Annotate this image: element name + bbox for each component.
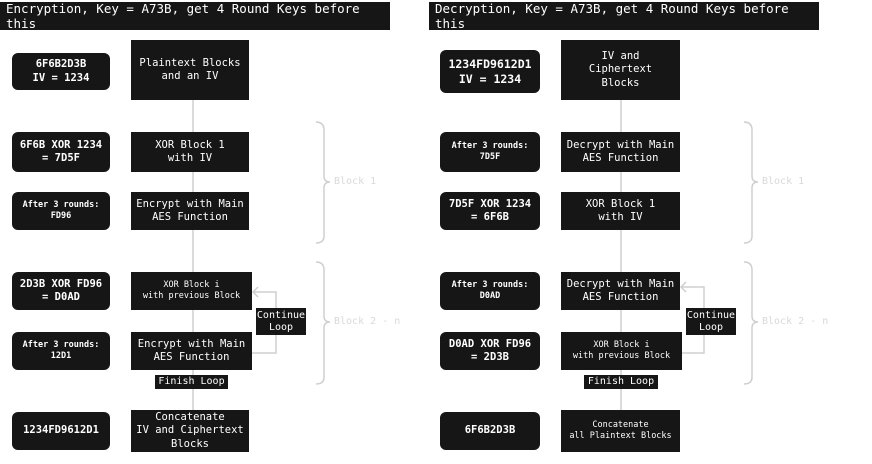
decryption-title: Decryption, Key = A73B, get 4 Round Keys… (429, 1, 819, 31)
dec-step-xor-block1: XOR Block 1 with IV (561, 192, 680, 230)
dec-value-xor-block1: 7D5F XOR 1234 = 6F6B (440, 192, 540, 230)
enc-value-rounds-blocki: After 3 rounds: 12D1 (12, 332, 110, 370)
encryption-title: Encryption, Key = A73B, get 4 Round Keys… (0, 1, 390, 31)
enc-step-encrypt-1: Encrypt with Main AES Function (131, 192, 249, 230)
dec-continue-loop: Continue Loop (686, 308, 736, 335)
dec-finish-loop: Finish Loop (584, 375, 658, 389)
dec-step-xor-blocki: XOR Block i with previous Block (561, 332, 682, 370)
dec-value-plaintext: 6F6B2D3B (440, 412, 540, 450)
enc-step-encrypt-i: Encrypt with Main AES Function (131, 332, 252, 370)
enc-value-ciphertext: 1234FD9612D1 (12, 412, 110, 450)
enc-value-rounds-block1: After 3 rounds: FD96 (12, 192, 110, 230)
dec-step-decrypt-i: Decrypt with Main AES Function (561, 272, 680, 310)
dec-brace-label-block1: Block 1 (762, 176, 805, 187)
enc-value-plaintext-iv: 6F6B2D3B IV = 1234 (12, 53, 110, 90)
dec-value-xor-blocki: D0AD XOR FD96 = 2D3B (440, 332, 540, 370)
enc-step-xor-block1: XOR Block 1 with IV (131, 132, 249, 172)
enc-brace-label-block2n: Block 2 - n (334, 316, 401, 327)
dec-brace-label-block2n: Block 2 - n (762, 316, 829, 327)
dec-step-input: IV and Ciphertext Blocks (561, 40, 680, 100)
enc-step-input: Plaintext Blocks and an IV (131, 40, 249, 100)
dec-value-ciphertext-iv: 1234FD9612D1 IV = 1234 (440, 50, 540, 93)
dec-value-rounds-block1: After 3 rounds: 7D5F (440, 132, 540, 172)
enc-value-xor-block1: 6F6B XOR 1234 = 7D5F (12, 132, 110, 172)
dec-step-decrypt-1: Decrypt with Main AES Function (561, 132, 680, 172)
enc-value-xor-blocki: 2D3B XOR FD96 = D0AD (12, 272, 110, 310)
enc-step-concatenate: Concatenate IV and Ciphertext Blocks (131, 410, 249, 452)
dec-value-rounds-blocki: After 3 rounds: D0AD (440, 272, 540, 310)
dec-step-concatenate: Concatenate all Plaintext Blocks (561, 410, 680, 452)
enc-continue-loop: Continue Loop (256, 308, 306, 335)
enc-brace-label-block1: Block 1 (334, 176, 377, 187)
enc-step-xor-blocki: XOR Block i with previous Block (131, 272, 252, 310)
enc-finish-loop: Finish Loop (155, 375, 228, 389)
